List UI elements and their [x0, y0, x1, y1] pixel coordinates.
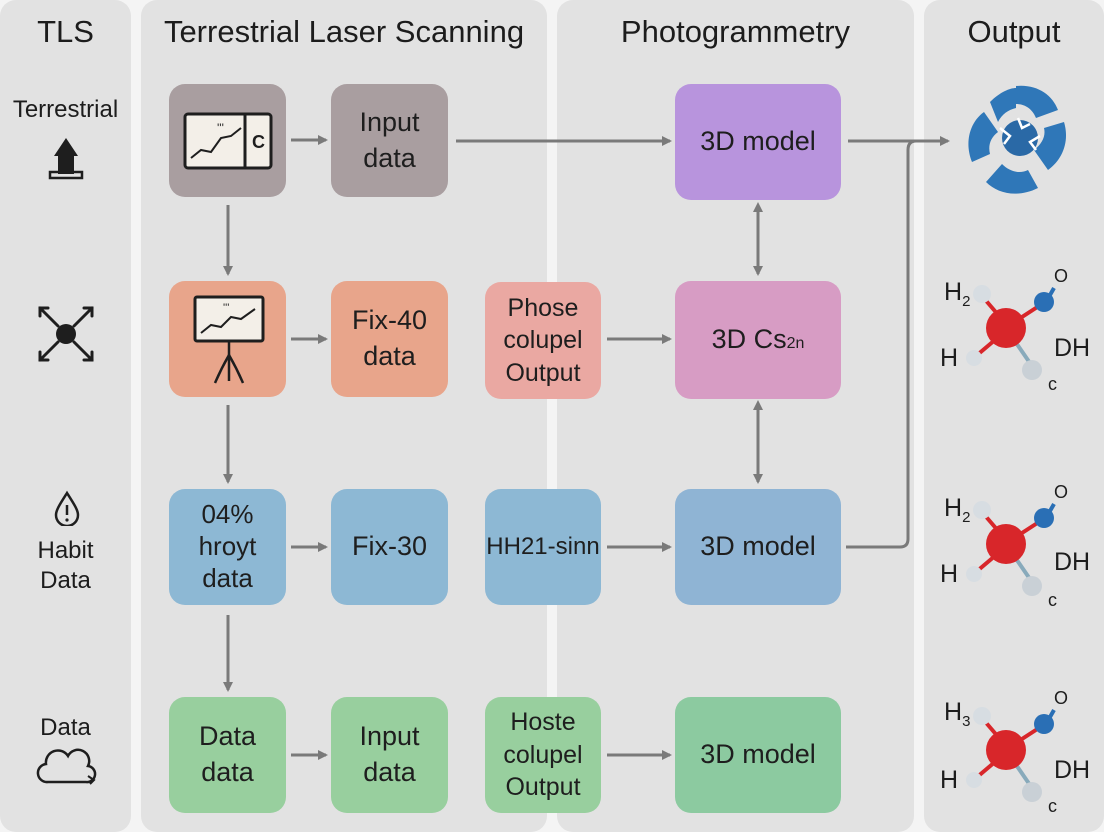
molecule-3-atoms — [966, 707, 1056, 802]
box-fix30: Fix-30 — [331, 489, 448, 605]
box-3d-cs2n: 3D Cs2n — [675, 281, 841, 399]
box-hoste-line1: Hoste — [510, 708, 576, 737]
molecule-1-o: O — [1054, 266, 1069, 286]
tripod-scanner-box: ''' — [169, 281, 286, 397]
molecule-2: H2 O DH H c — [936, 478, 1096, 618]
side-label-habit: Habit Data — [0, 536, 131, 596]
molecule-3-h-bottom: H — [940, 766, 959, 794]
molecule-3-h-top-letter: H — [944, 698, 963, 726]
sensor-network-icon — [38, 306, 94, 362]
molecule-1-dh: DH — [1054, 334, 1091, 362]
box-phose-line3: Output — [505, 358, 581, 387]
box-input-data-1-line1: Input — [359, 106, 420, 137]
molecule-3-h-top-sub: 3 — [962, 713, 971, 730]
header-tls: TLS — [37, 14, 94, 49]
box-input-data-1: Input data — [331, 84, 448, 197]
molecule-1-h-top-letter: H — [944, 278, 963, 306]
molecule-3: H3 O DH H c — [936, 684, 1096, 824]
box-hoste-colupel-output: Hoste colupel Output — [485, 697, 601, 813]
tower-icon — [48, 138, 84, 180]
box-fix40-data: Fix-40 data — [331, 281, 448, 397]
molecule-2-h-top-sub: 2 — [962, 509, 971, 526]
box-fix40-line2: data — [363, 341, 416, 371]
molecule-3-h-top: H3 — [944, 698, 970, 730]
molecule-1-h-top: H2 — [944, 278, 970, 310]
water-drop-icon — [54, 490, 80, 526]
box-fix40-line1: Fix-40 — [351, 305, 427, 336]
header-photogrammetry: Photogrammetry — [620, 14, 851, 49]
molecule-2-h-top-letter: H — [944, 494, 963, 522]
box-04-line1: 04% — [201, 499, 254, 530]
box-phose-line2: colupel — [503, 326, 583, 355]
box-3d-model-3: 3D model — [675, 489, 841, 605]
molecule-1-atoms — [966, 285, 1056, 380]
scanner-box: ''' C — [169, 84, 286, 197]
box-3d-model-1: 3D model — [675, 84, 841, 200]
molecule-2-o: O — [1054, 482, 1069, 502]
molecule-1: H2 O DH H c — [936, 262, 1096, 402]
box-data-line1: Data — [198, 721, 257, 752]
molecule-1-h-top-sub: 2 — [962, 293, 971, 310]
box-input-data-4-line1: Input — [359, 721, 420, 752]
molecule-1-c: c — [1048, 374, 1057, 394]
side-label-terrestrial: Terrestrial — [12, 96, 119, 123]
molecule-2-h-bottom: H — [940, 560, 959, 588]
box-3d-cs-label: 3D Cs2n — [712, 322, 805, 358]
molecule-3-dh: DH — [1054, 756, 1091, 784]
box-3d-cs-main: 3D Cs — [711, 324, 787, 355]
scanner-c-label: C — [252, 132, 265, 152]
box-hoste-line2: colupel — [503, 740, 583, 769]
molecule-1-h-bottom: H — [940, 344, 959, 372]
box-input-data-4: Input data — [331, 697, 448, 813]
box-04-line2: hroyt — [198, 531, 257, 562]
box-phose-colupel-output: Phose colupel Output — [485, 282, 601, 399]
molecule-3-c: c — [1048, 796, 1057, 816]
box-hh21-sinn: HH21-sinn — [485, 489, 601, 605]
box-data-line2: data — [201, 757, 254, 787]
box-3d-model-4: 3D model — [675, 697, 841, 813]
column-tls — [0, 0, 131, 832]
molecule-2-h-top: H2 — [944, 494, 970, 526]
side-label-habit-line1: Habit — [37, 537, 94, 564]
molecule-2-c: c — [1048, 590, 1057, 610]
box-input-data-1-line2: data — [363, 142, 416, 173]
tripod-scanner-icon: ''' — [193, 295, 264, 384]
side-label-habit-line2: Data — [40, 567, 91, 594]
box-04-line3: data — [202, 562, 253, 593]
box-data-data: Data data — [169, 697, 286, 813]
molecule-3-o: O — [1054, 688, 1069, 708]
header-output: Output — [967, 14, 1061, 49]
molecule-2-dh: DH — [1054, 548, 1091, 576]
scanner-marks: ''' — [217, 121, 224, 135]
cloud-icon — [36, 748, 97, 785]
box-3d-cs-sub: 2n — [786, 335, 805, 353]
box-hoste-line3: Output — [505, 773, 581, 802]
scanner-monitor-icon: ''' C — [183, 112, 272, 169]
tripod-marks: ''' — [223, 302, 229, 314]
box-input-data-4-line2: data — [363, 757, 416, 787]
box-04-hroyt-data: 04% hroyt data — [169, 489, 286, 605]
box-phose-line1: Phose — [507, 293, 579, 322]
output-logo-icon — [968, 85, 1067, 194]
side-label-data: Data — [40, 714, 91, 741]
molecule-2-atoms — [966, 501, 1056, 596]
header-laser-scanning: Terrestrial Laser Scanning — [163, 14, 525, 49]
